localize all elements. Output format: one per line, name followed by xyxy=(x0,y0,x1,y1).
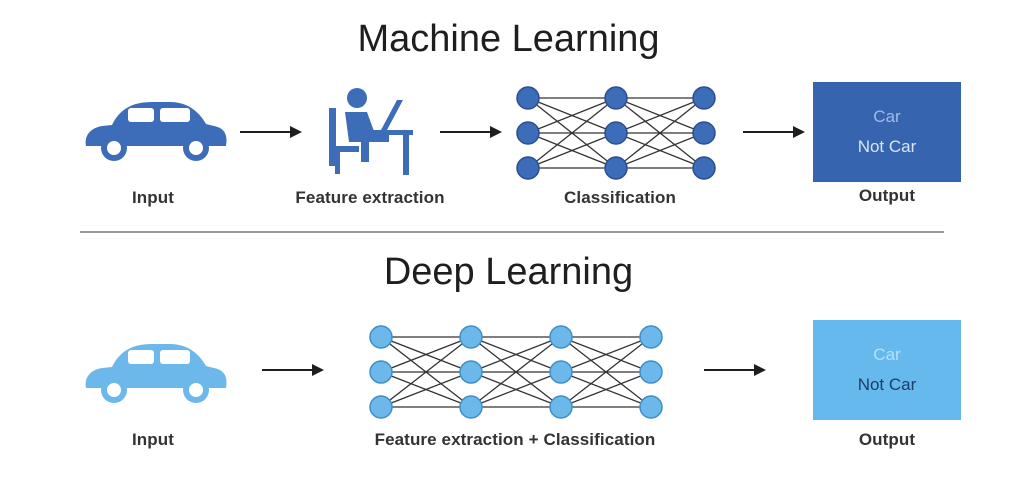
network-node xyxy=(516,86,540,110)
car-icon xyxy=(85,102,227,161)
neural-network-icon xyxy=(369,325,663,419)
network-node xyxy=(549,395,573,419)
ml-feature-label: Feature extraction xyxy=(295,188,445,207)
network-node xyxy=(549,325,573,349)
ml-input-label: Input xyxy=(131,188,175,207)
network-node xyxy=(639,395,663,419)
ml-output-car: Car xyxy=(873,107,901,126)
network-node xyxy=(369,360,393,384)
dl-title: Deep Learning xyxy=(383,251,634,293)
network-node xyxy=(692,121,716,145)
network-node xyxy=(459,395,483,419)
network-node xyxy=(459,360,483,384)
ml-output-box: Car Not Car xyxy=(813,82,961,182)
network-connection xyxy=(380,336,472,408)
network-connection xyxy=(560,336,652,373)
neural-network-icon xyxy=(516,86,716,180)
network-node xyxy=(369,395,393,419)
person-at-laptop-icon xyxy=(329,88,413,175)
network-node xyxy=(692,86,716,110)
network-node xyxy=(459,325,483,349)
arrow-icon xyxy=(240,126,302,138)
car-icon xyxy=(85,344,227,403)
network-node xyxy=(692,156,716,180)
network-node xyxy=(516,121,540,145)
arrow-icon xyxy=(262,364,324,376)
network-node xyxy=(369,325,393,349)
ml-output-label: Output xyxy=(858,186,916,205)
network-connection xyxy=(527,132,617,169)
network-connection xyxy=(560,371,652,408)
network-connection xyxy=(470,336,562,408)
network-node xyxy=(516,156,540,180)
network-connection xyxy=(527,97,617,169)
network-connection xyxy=(380,371,472,408)
network-connection xyxy=(470,371,562,408)
ml-classification-label: Classification xyxy=(564,188,676,207)
network-connection xyxy=(380,336,472,373)
network-connection xyxy=(470,336,562,373)
dl-output-box: Car Not Car xyxy=(813,320,961,420)
section-divider xyxy=(80,231,944,233)
ml-output-not-car: Not Car xyxy=(857,137,917,156)
network-node xyxy=(604,121,628,145)
ml-title: Machine Learning xyxy=(357,18,660,60)
network-connection xyxy=(527,97,617,134)
dl-output-not-car: Not Car xyxy=(857,375,917,394)
network-node xyxy=(604,156,628,180)
network-connection xyxy=(615,132,705,169)
network-connection xyxy=(560,336,652,408)
arrow-icon xyxy=(440,126,502,138)
network-node xyxy=(639,325,663,349)
network-connection xyxy=(615,97,705,169)
network-connection xyxy=(615,97,705,134)
dl-output-label: Output xyxy=(858,430,916,449)
network-node xyxy=(549,360,573,384)
network-node xyxy=(604,86,628,110)
dl-combined-label: Feature extraction + Classification xyxy=(374,430,656,449)
arrow-icon xyxy=(704,364,766,376)
dl-output-car: Car xyxy=(873,345,901,364)
network-node xyxy=(639,360,663,384)
arrow-icon xyxy=(743,126,805,138)
dl-input-label: Input xyxy=(131,430,175,449)
